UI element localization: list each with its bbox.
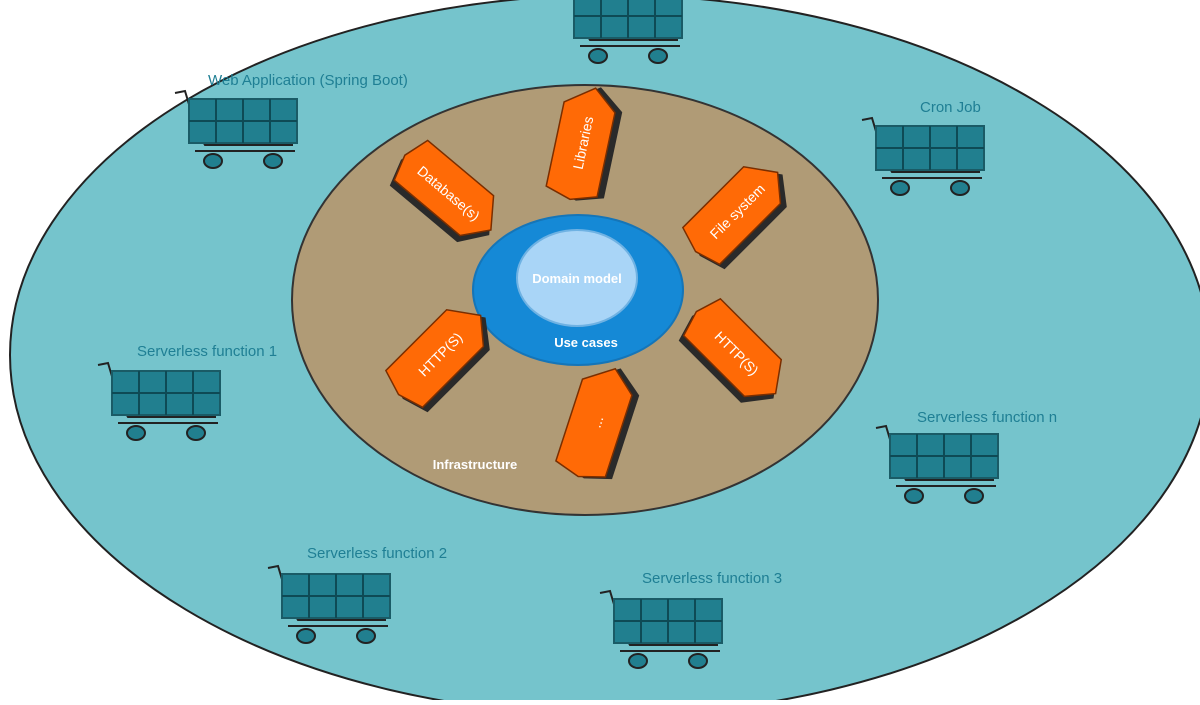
consumer-2: Cron Job: [861, 99, 985, 196]
consumers: Web Application (Spring Boot) Cron JobSer…: [97, 0, 1057, 669]
use-cases-label: Use cases: [554, 335, 618, 350]
adapter-label: ...: [588, 414, 607, 430]
adapter-1: Libraries: [545, 87, 623, 201]
hexagon-plug-icon: [393, 139, 495, 237]
consumer-5: Serverless function 2: [267, 545, 447, 644]
consumer-label: Serverless function 3: [642, 570, 782, 587]
adapter-2: Database(s): [389, 139, 495, 243]
adapter-4: HTTP(S): [384, 308, 490, 413]
domain-model-label: Domain model: [532, 271, 622, 286]
consumer-label: Serverless function 1: [137, 343, 277, 360]
domain-model-core: [516, 229, 638, 327]
hexagon-plug-icon: [545, 87, 616, 201]
adapter-3: File system: [681, 165, 787, 270]
consumer-label: Serverless function n: [917, 409, 1057, 426]
hexagon-plug-icon: [384, 308, 485, 409]
hexagon-plug-icon: [682, 297, 783, 398]
consumer-label: Web Application (Spring Boot): [208, 72, 408, 89]
infrastructure-label: Infrastructure: [433, 457, 518, 472]
adapter-6: ...: [555, 367, 640, 480]
consumer-6: Serverless function 3: [599, 570, 782, 669]
consumer-label: Serverless function 2: [307, 545, 447, 562]
consumer-4: Serverless function n: [875, 409, 1057, 504]
hexagon-plug-icon: [555, 367, 633, 478]
consumer-label: Cron Job: [920, 99, 981, 116]
hexagon-plug-icon: [681, 165, 782, 266]
adapter-5: HTTP(S): [678, 297, 783, 403]
consumer-3: Serverless function 1: [97, 343, 277, 441]
consumer-1: Web Application (Spring Boot): [174, 72, 408, 169]
